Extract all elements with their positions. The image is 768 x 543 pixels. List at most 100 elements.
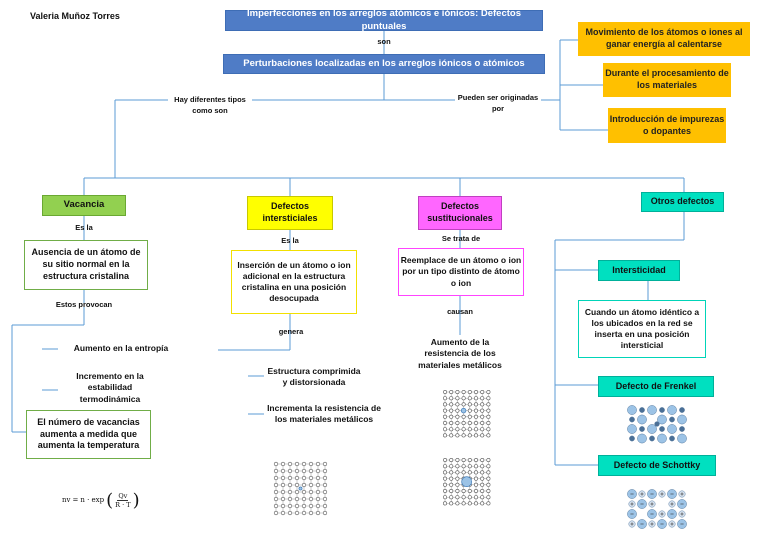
lattice-atom	[287, 461, 293, 467]
lattice-atom	[322, 510, 328, 516]
intersticiales-effect-estructura: Estructura comprimida y distorsionada	[267, 366, 361, 388]
lattice-atom	[467, 396, 472, 401]
lattice-atom	[449, 427, 454, 432]
frenkel-ion	[639, 426, 645, 432]
lattice-atom	[280, 475, 286, 481]
lattice-atom	[442, 464, 448, 469]
lattice-atom	[287, 475, 293, 481]
lattice-atom	[486, 488, 491, 493]
frenkel-ion	[677, 433, 687, 444]
lattice-atom	[473, 495, 478, 500]
lattice-atom	[473, 470, 478, 475]
lattice-atom	[449, 389, 454, 395]
vacancia-effect-entropia: Aumento en la entropía	[73, 343, 169, 353]
frenkel-ion	[677, 414, 687, 425]
frenkel-ion	[667, 424, 677, 434]
lattice-atom	[280, 489, 286, 495]
intersticiales-header: Defectos intersticiales	[247, 196, 333, 230]
lattice-atom	[480, 389, 485, 395]
lattice-atom	[315, 475, 321, 481]
lattice-atom	[449, 470, 454, 475]
lattice-atom	[480, 470, 485, 475]
lattice-atom	[467, 464, 472, 469]
lattice-atom	[449, 408, 454, 413]
lattice-atom	[473, 402, 478, 407]
vacancia-es-la: Es la	[75, 223, 93, 232]
lattice-atom	[480, 501, 485, 506]
frenkel-ion	[657, 414, 667, 425]
lattice-atom	[294, 489, 300, 495]
vacancy-formula: nv = n · exp ( Qv R · T )	[62, 489, 140, 511]
lattice-atom	[486, 389, 491, 395]
sustitucionales-header: Defectos sustitucionales	[418, 196, 502, 230]
formula-denominator: R · T	[115, 500, 131, 509]
lattice-atom	[442, 488, 448, 493]
sustitucionales-definition: Reemplace de un átomo o ion por un tipo …	[398, 248, 524, 296]
frenkel-ion	[637, 433, 647, 444]
lattice-atom	[280, 496, 286, 502]
lattice-atom	[467, 457, 472, 463]
lattice-atom	[287, 489, 293, 495]
lattice-atom	[473, 464, 478, 469]
lattice-atom	[301, 489, 307, 495]
lattice-atom	[455, 495, 460, 500]
frenkel-ion	[657, 433, 667, 444]
lattice-atom	[442, 414, 448, 419]
lattice-atom	[287, 503, 293, 509]
lattice-atom	[455, 420, 460, 425]
lattice-atom	[467, 420, 472, 425]
vacancia-header: Vacancia	[42, 195, 126, 216]
lattice-atom	[442, 420, 448, 425]
lattice-atom	[486, 402, 491, 407]
lattice-atom	[287, 510, 293, 516]
frenkel-ion	[667, 405, 677, 415]
sustitucionales-se-trata: Se trata de	[441, 234, 481, 243]
lattice-atom	[449, 476, 454, 481]
lattice-atom	[322, 482, 328, 488]
lattice-atom	[461, 457, 466, 463]
lattice-atom	[280, 482, 286, 488]
lattice-atom	[461, 414, 466, 419]
lattice-atom	[287, 496, 293, 502]
lattice-atom	[294, 482, 300, 488]
lattice-atom	[280, 468, 286, 474]
lattice-atom	[322, 489, 328, 495]
lattice-atom	[455, 414, 460, 419]
frenkel-defect-image	[627, 405, 687, 444]
lattice-atom	[455, 408, 460, 413]
lattice-atom	[467, 488, 472, 493]
lattice-atom	[449, 488, 454, 493]
lattice-atom	[486, 495, 491, 500]
lattice-atom	[273, 503, 279, 509]
frenkel-ion	[637, 414, 647, 425]
lattice-atom	[308, 496, 314, 502]
lattice-atom	[449, 402, 454, 407]
lattice-atom	[480, 464, 485, 469]
lattice-atom	[467, 433, 472, 438]
frenkel-ion	[639, 407, 645, 413]
lattice-atom	[473, 414, 478, 419]
lattice-atom	[308, 489, 314, 495]
vacancia-effect-estabilidad: Incremento en la estabilidad termodinámi…	[76, 371, 144, 404]
frenkel-box: Defecto de Frenkel	[598, 376, 714, 397]
intersticidad-description: Cuando un átomo idéntico a los ubicados …	[578, 300, 706, 358]
lattice-atom	[473, 427, 478, 432]
lattice-atom	[280, 503, 286, 509]
lattice-atom	[467, 408, 472, 413]
frenkel-ion	[627, 424, 637, 434]
frenkel-ion	[629, 435, 635, 442]
definition-banner: Perturbaciones localizadas en los arregl…	[223, 54, 545, 74]
lattice-atom	[322, 496, 328, 502]
lattice-atom	[461, 396, 466, 401]
lattice-atom	[486, 427, 491, 432]
son-label: son	[377, 37, 391, 46]
lattice-atom	[322, 461, 328, 467]
lattice-atom	[294, 510, 300, 516]
lattice-atom	[461, 389, 466, 395]
substitutional-lattice-image-small	[442, 389, 491, 438]
lattice-atom	[480, 488, 485, 493]
lattice-atom	[480, 476, 485, 481]
lattice-atom	[301, 461, 307, 467]
lattice-atom	[480, 414, 485, 419]
lattice-atom	[473, 501, 478, 506]
